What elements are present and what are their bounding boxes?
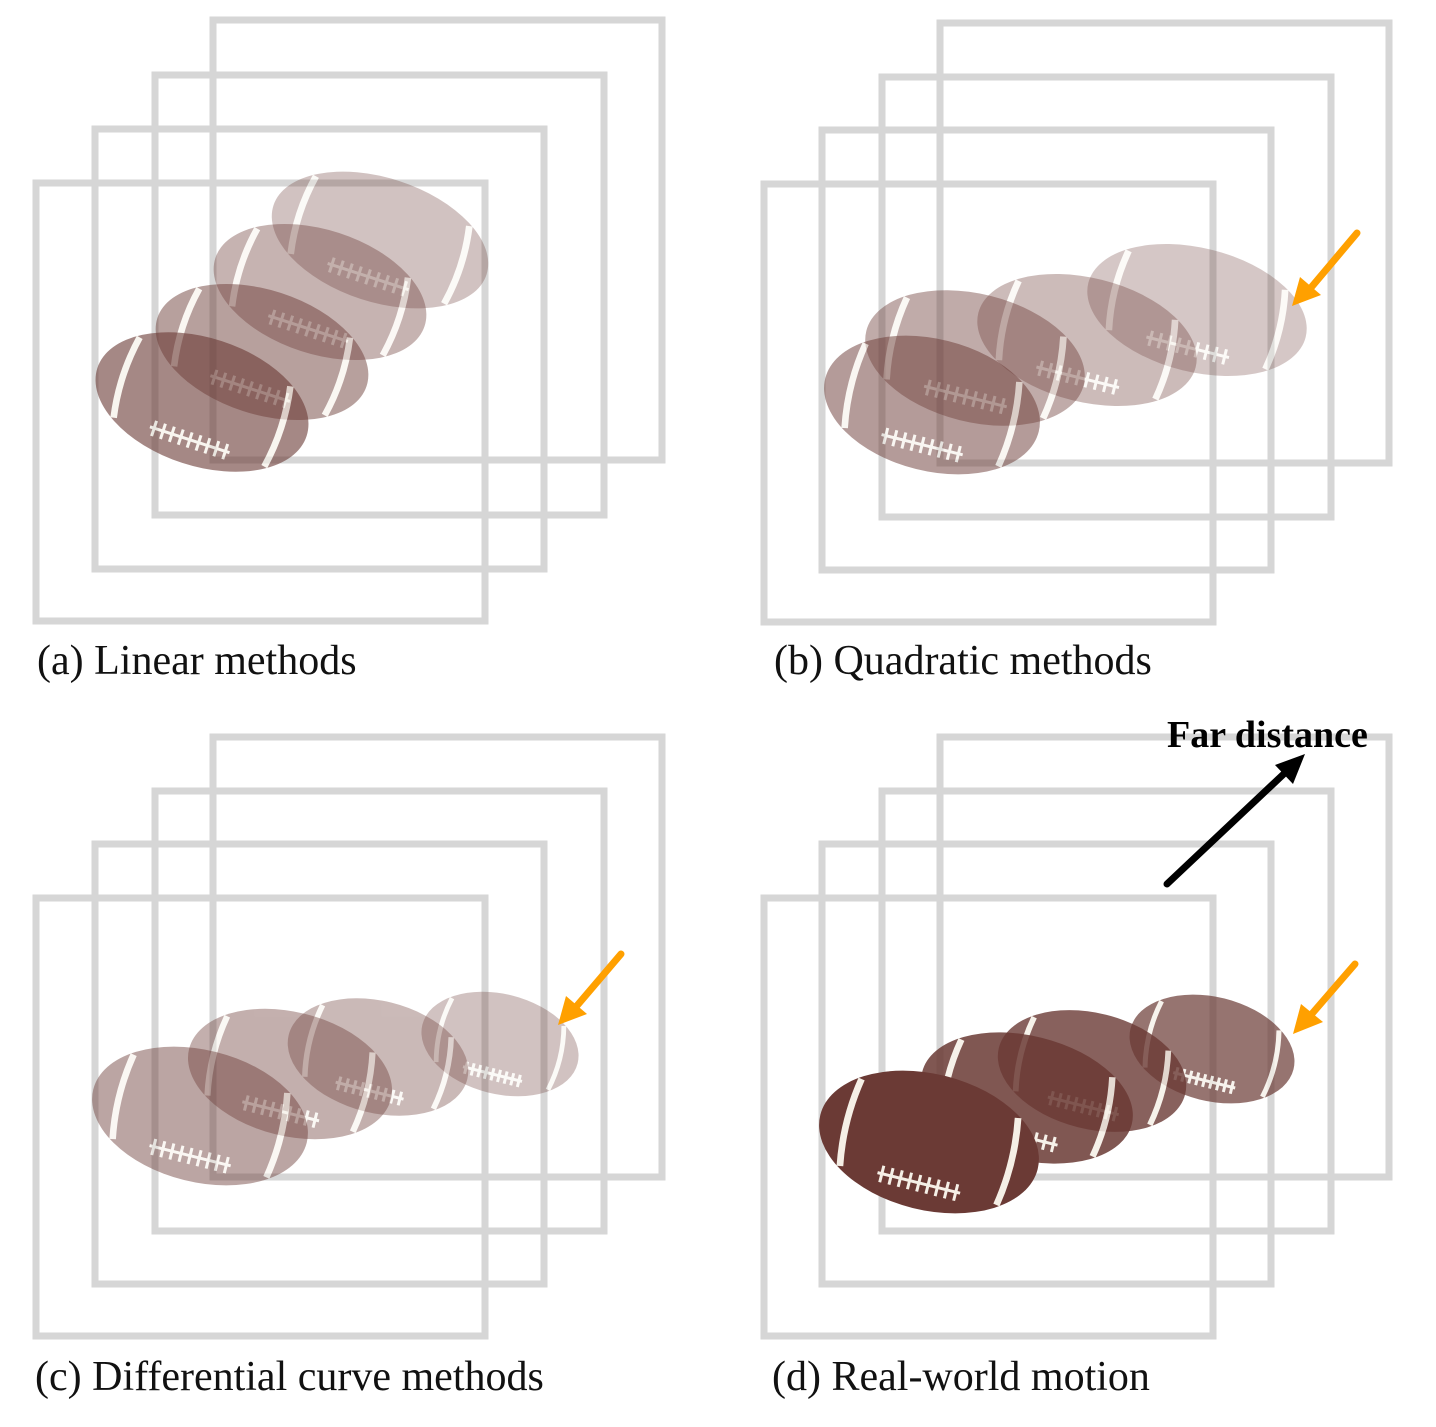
football-icon bbox=[92, 1046, 308, 1186]
panel-d-caption: (d) Real-world motion bbox=[772, 1354, 1150, 1400]
football-icon bbox=[977, 274, 1197, 406]
panel-b-figure bbox=[760, 19, 1393, 626]
panel-d: Far distance (d) Real-world motion bbox=[727, 714, 1427, 1414]
panel-a-figure bbox=[32, 16, 666, 625]
orange-arrow-icon bbox=[558, 950, 625, 1025]
far-distance-label: Far distance bbox=[1167, 714, 1368, 756]
football-icon bbox=[213, 223, 427, 361]
football-icon bbox=[421, 991, 579, 1097]
panel-c: (c) Differential curve methods bbox=[0, 714, 700, 1414]
football-icon bbox=[1087, 244, 1307, 376]
football-sequence bbox=[819, 994, 1295, 1214]
frame-stack bbox=[760, 19, 1393, 626]
football-sequence bbox=[824, 244, 1307, 475]
football-icon bbox=[271, 171, 489, 309]
football-icon bbox=[187, 1008, 393, 1140]
frame-stack bbox=[32, 16, 666, 625]
panel-a-caption: (a) Linear methods bbox=[37, 638, 357, 684]
football-icon bbox=[819, 1070, 1039, 1214]
panel-c-caption: (c) Differential curve methods bbox=[35, 1354, 544, 1400]
football-sequence bbox=[95, 171, 489, 472]
orange-arrow-icon bbox=[1293, 960, 1359, 1034]
football-icon bbox=[95, 332, 309, 472]
football-icon bbox=[287, 998, 469, 1116]
panel-d-figure bbox=[760, 733, 1393, 1340]
football-icon bbox=[824, 335, 1040, 475]
orange-arrow-icon bbox=[1292, 229, 1361, 306]
panel-c-figure bbox=[32, 733, 666, 1340]
panel-b: (b) Quadratic methods bbox=[727, 0, 1427, 700]
panel-a: (a) Linear methods bbox=[0, 0, 700, 700]
football-sequence bbox=[92, 991, 579, 1186]
far-distance-arrow-icon bbox=[1163, 754, 1305, 888]
panel-b-caption: (b) Quadratic methods bbox=[774, 638, 1152, 684]
frame-stack bbox=[32, 733, 666, 1340]
